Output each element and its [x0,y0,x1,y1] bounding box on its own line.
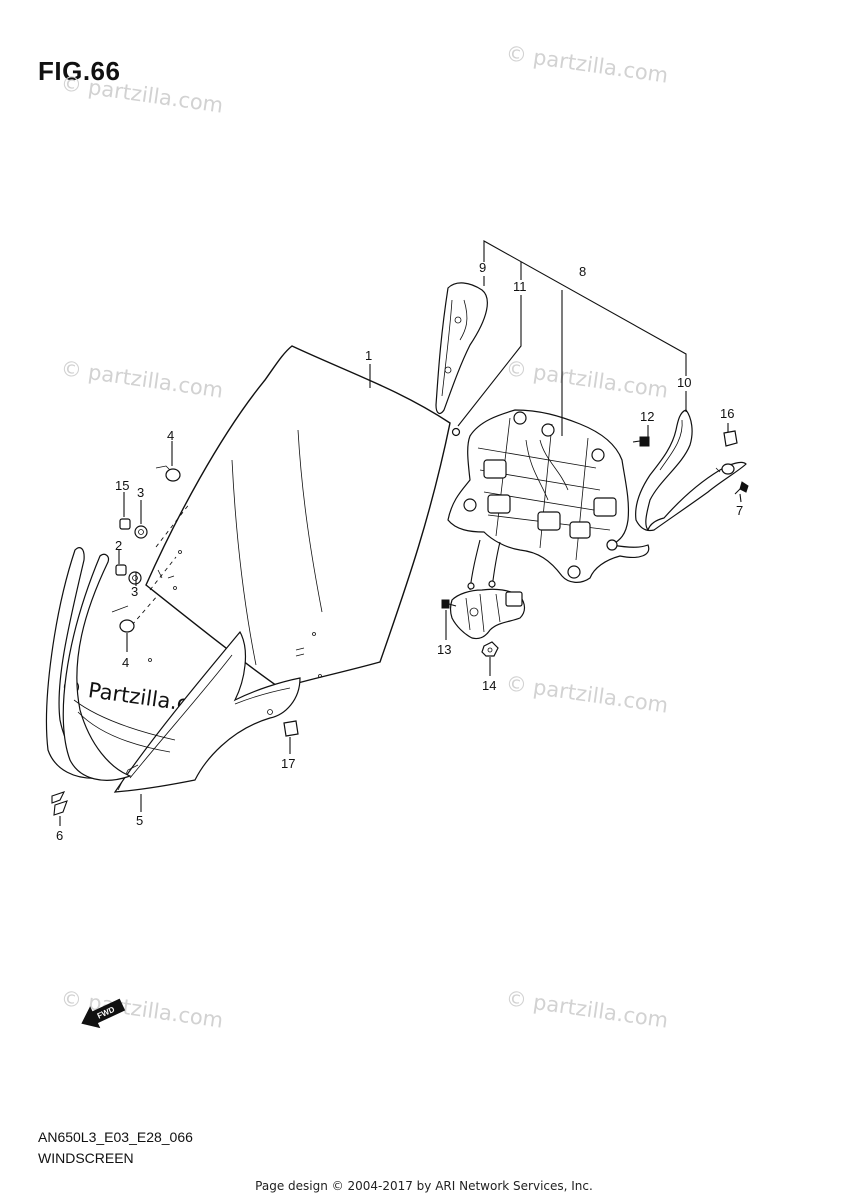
nut-part-11 [451,427,461,437]
callout-4: 4 [167,428,174,443]
actuator-unit [449,539,526,640]
fasteners [115,518,148,585]
watermark-text: © partzilla.com [504,986,669,1033]
pad-part-17 [283,720,299,737]
model-code: AN650L3_E03_E28_066 [38,1129,193,1145]
watermark-text: © partzilla.com [504,41,669,88]
callout-2: 2 [115,538,122,553]
callout-14: 14 [482,678,496,693]
callout-6: 6 [56,828,63,843]
figure-title: FIG.66 [38,56,121,86]
callout-numbers: 1 2 3 3 4 4 5 6 7 8 9 10 11 12 13 14 15 … [56,260,743,843]
callout-15: 15 [115,478,129,493]
callout-3: 3 [131,584,138,599]
footer-copyright: Page design © 2004-2017 by ARI Network S… [255,1179,593,1193]
callout-11: 11 [513,279,527,294]
bolt-part-13 [441,599,457,609]
leader-lines [59,240,742,826]
callout-9: 9 [479,260,486,275]
watermark-text: © partzilla.com [504,356,669,403]
watermark-text: © partzilla.com [504,671,669,718]
callout-8: 8 [579,264,586,279]
callout-4: 4 [122,655,129,670]
screw-part-7 [734,481,749,495]
callout-16: 16 [720,406,734,421]
callout-13: 13 [437,642,451,657]
callout-3: 3 [137,485,144,500]
callout-17: 17 [281,756,295,771]
callout-10: 10 [677,375,691,390]
nut-part-14 [481,641,499,657]
watermark-text: © partzilla.com [59,71,224,118]
windscreen-part-1 [131,345,451,689]
bracket-assembly-part-8 [447,409,650,583]
bracket-part-9 [435,282,488,415]
callout-5: 5 [136,813,143,828]
bolt-part-12 [632,436,650,447]
watermark-text: © partzilla.com [59,986,224,1033]
grommet-part-4 [111,465,181,633]
watermark-text: © partzilla.com [59,356,224,403]
pad-part-16 [723,430,738,447]
cowl-part-5 [113,630,301,793]
callout-12: 12 [640,409,654,424]
callout-1: 1 [365,348,372,363]
emblem-part-6 [51,791,68,816]
fwd-arrow-icon: FWD [81,998,126,1029]
bracket-part-10 [635,409,747,532]
side-cowl [45,547,176,781]
section-name: WINDSCREEN [38,1150,134,1166]
callout-7: 7 [736,503,743,518]
